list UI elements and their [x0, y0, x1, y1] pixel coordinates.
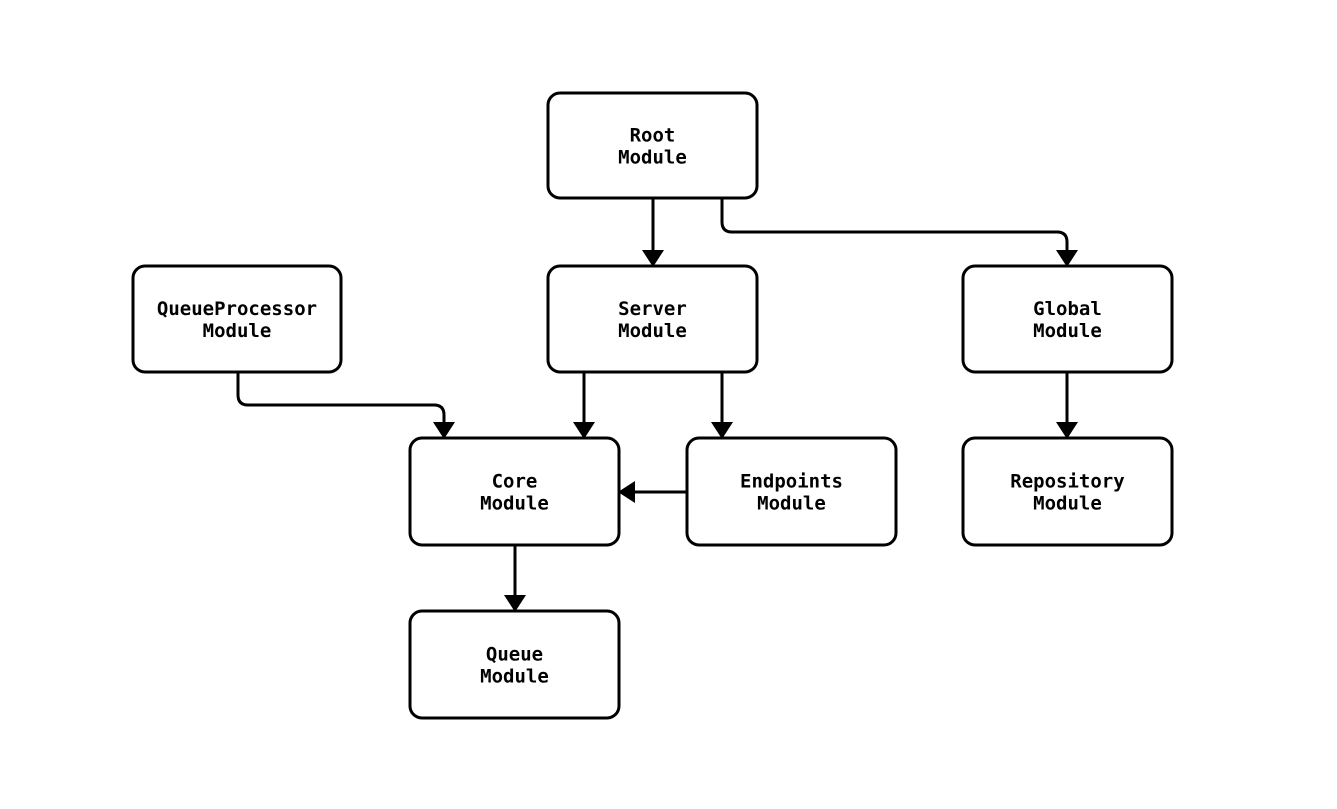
node-box [961, 436, 1174, 547]
node-box [961, 264, 1174, 374]
node-box [685, 436, 898, 547]
node-box [131, 264, 343, 374]
node-box [408, 609, 621, 720]
node-box [546, 264, 759, 374]
node-box [546, 91, 759, 200]
edge-queueprocessor-to-core [236, 372, 455, 439]
node-box [408, 436, 621, 547]
edge-root-to-global [720, 198, 1078, 267]
